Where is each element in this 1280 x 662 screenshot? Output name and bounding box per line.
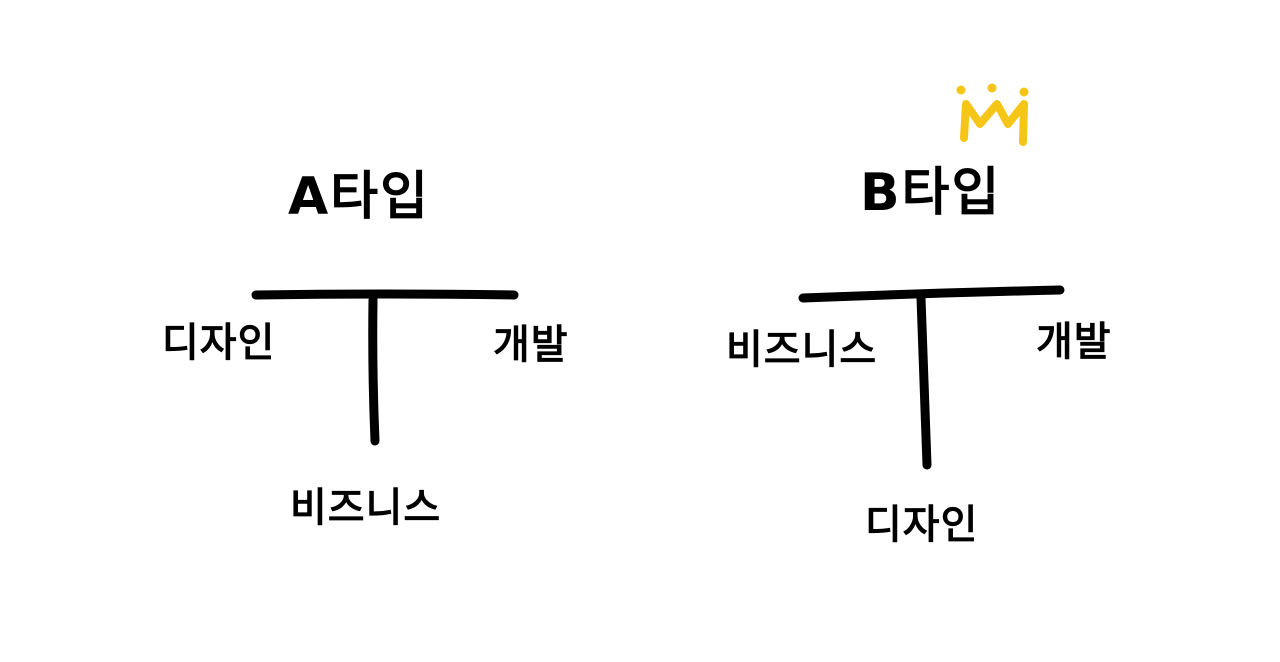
b-type-right-label: 개발: [1036, 319, 1112, 365]
a-type-horizontal-line: [251, 289, 519, 300]
a-type-title: A타입: [288, 167, 430, 227]
a-type-left-label: 디자인: [162, 320, 276, 366]
b-type-vertical-line: [916, 293, 932, 470]
a-type-vertical-line: [368, 295, 380, 446]
b-type-horizontal-line: [798, 285, 1065, 303]
b-type-title: B타입: [860, 163, 1002, 223]
b-type-left-label: 비즈니스: [726, 327, 878, 373]
a-type-right-label: 개발: [493, 322, 569, 368]
crown-icon: [956, 83, 1029, 146]
a-type-bottom-label: 비즈니스: [290, 485, 442, 531]
b-type-bottom-label: 디자인: [865, 502, 979, 548]
